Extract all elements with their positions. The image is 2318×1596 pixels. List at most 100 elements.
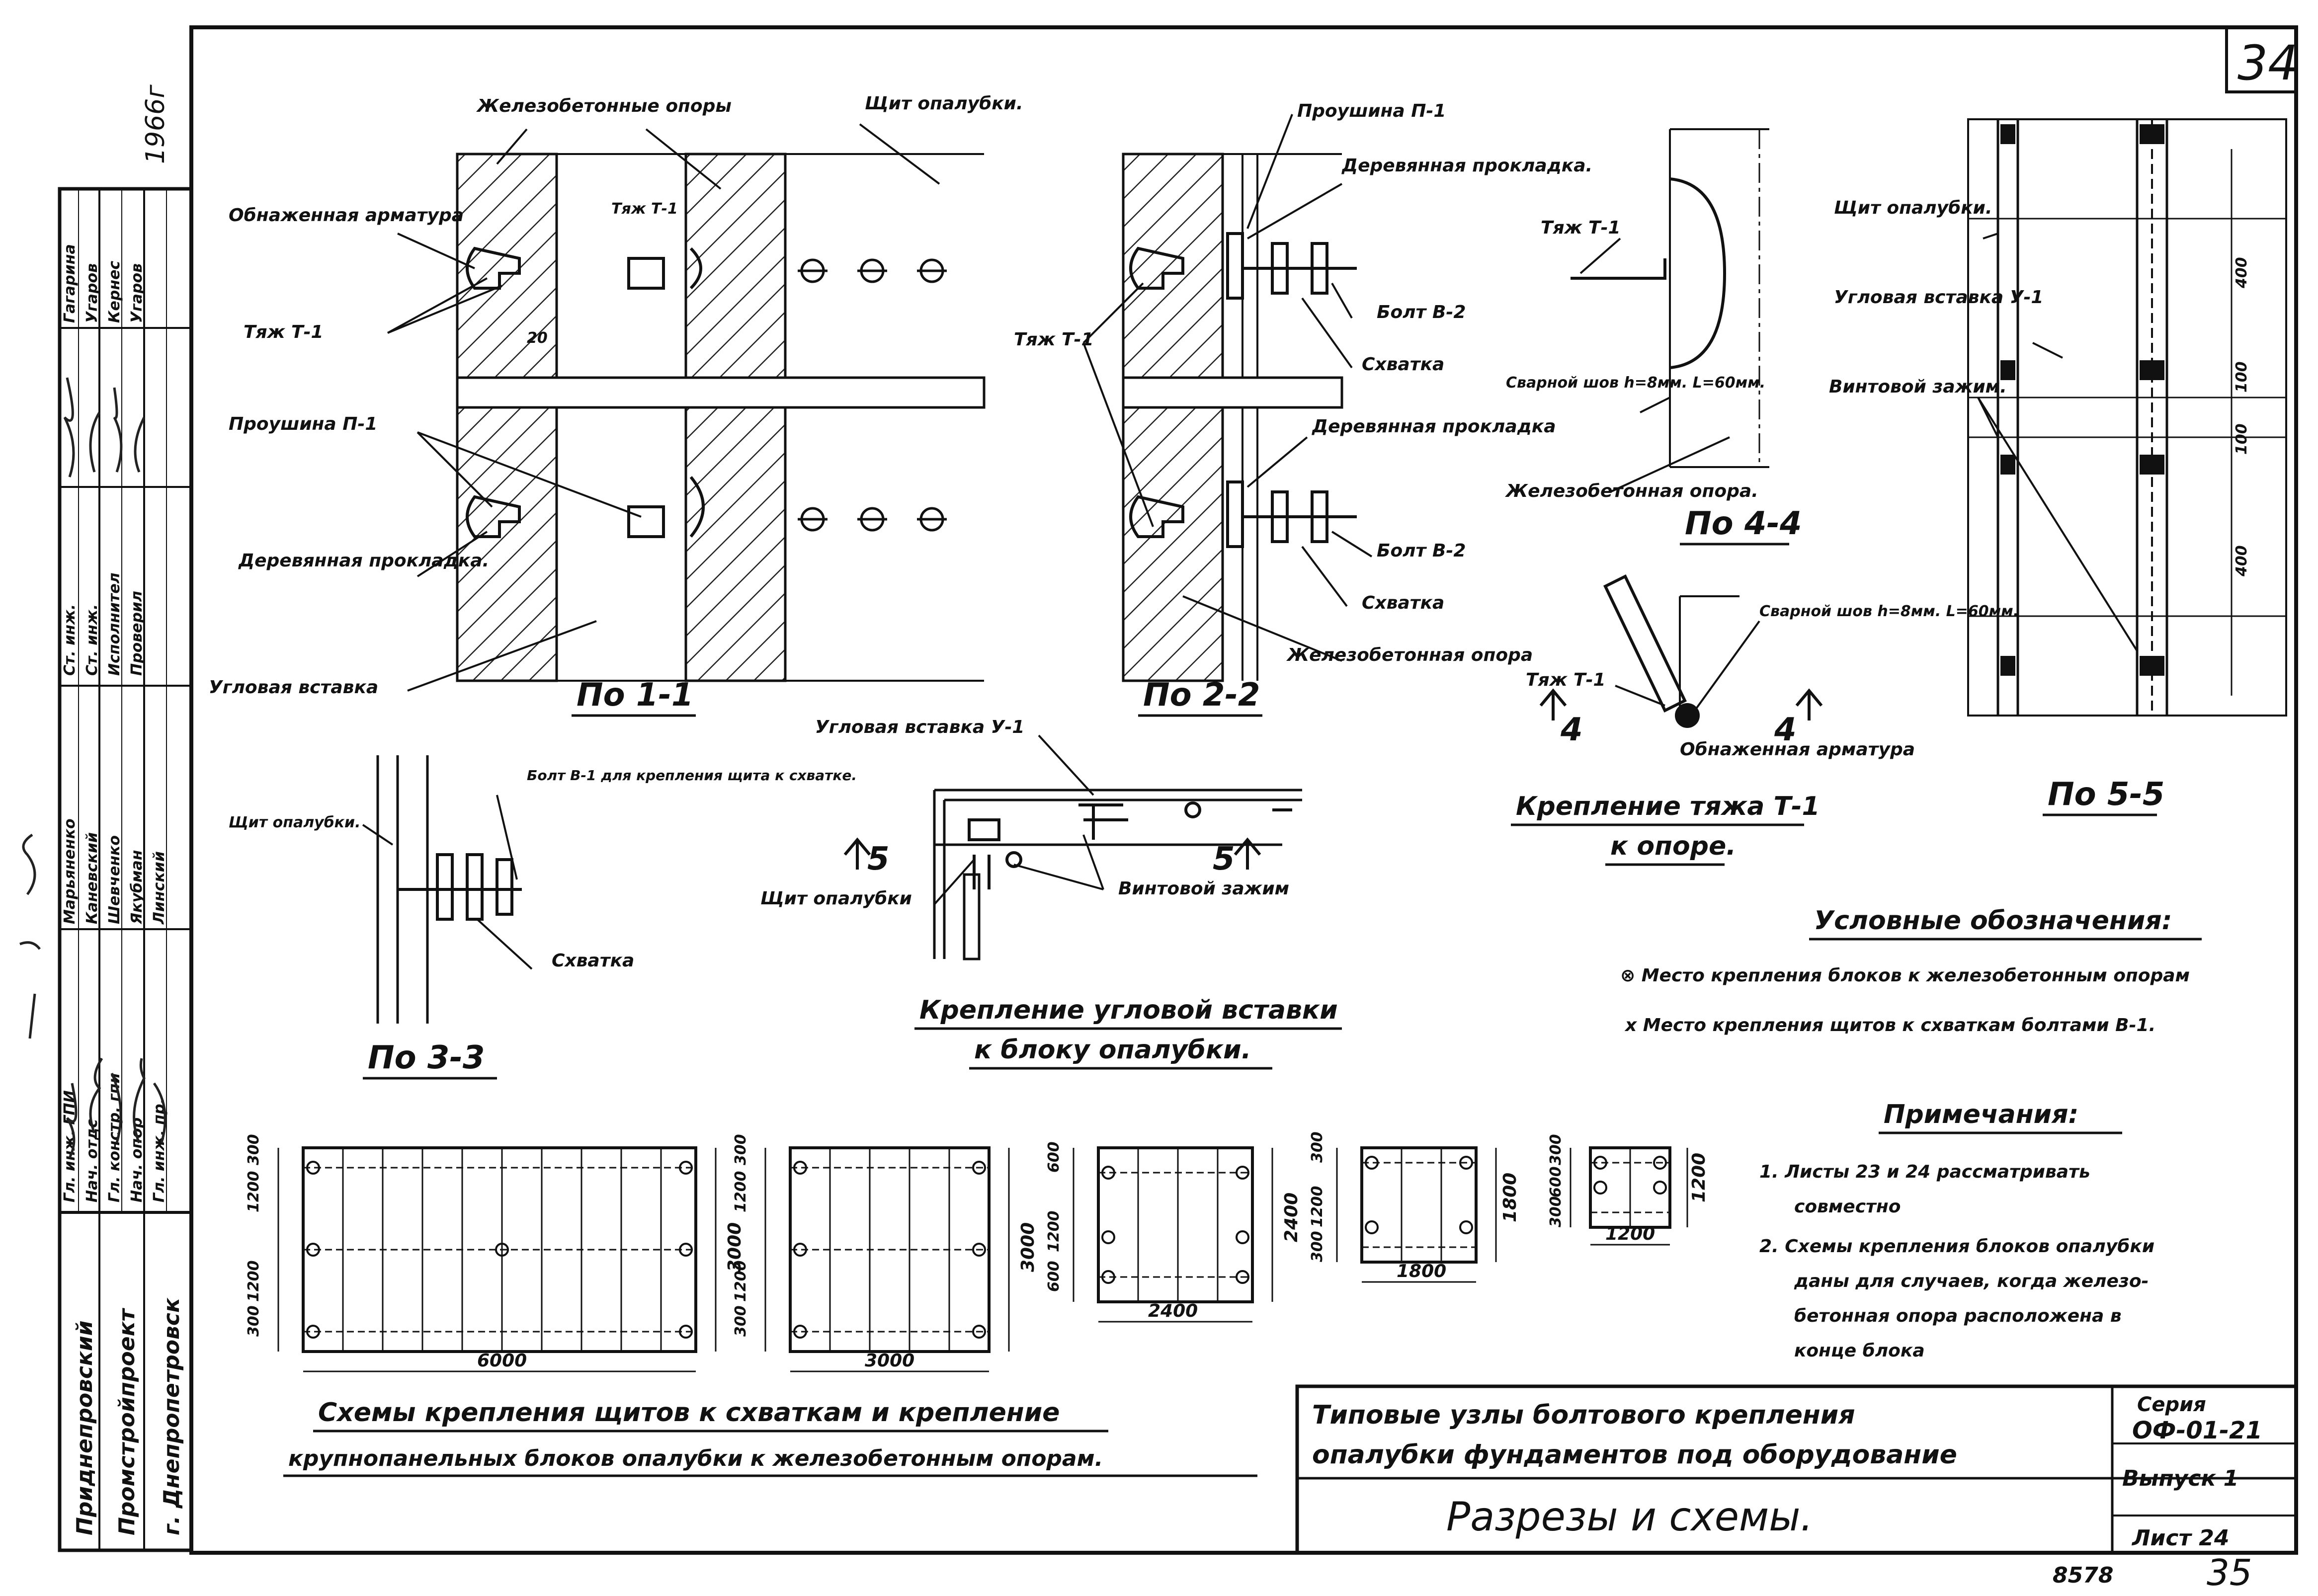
- schemes: [277, 1146, 1688, 1372]
- label-obnazh: Обнаженная арматура: [229, 205, 464, 226]
- caption-po-4-4: По 4-4: [1685, 505, 1802, 542]
- label-der-prokladka-2: Деревянная прокладка.: [1341, 156, 1592, 176]
- label-zhb-opora: Железобетонная опора: [1286, 645, 1533, 665]
- name-1: Марьяненко: [61, 818, 79, 924]
- label-uglovaya-2: Угловая вставка У-1: [1834, 287, 2043, 308]
- label-bolt-v2: Болт В-2: [1377, 302, 1466, 322]
- scheme-4-vdim-2: 1200: [1309, 1186, 1326, 1228]
- role-6: Ст. инж.: [61, 604, 79, 676]
- scheme-5-height: 1200: [1689, 1153, 1709, 1202]
- section-mark-5-left: 5: [867, 841, 890, 878]
- side-approval-block: Приднепровский Промстройпроект г. Днепро…: [19, 84, 193, 1552]
- label-svarnoi-shov-1: Сварной шов h=8мм. L=60мм.: [1506, 374, 1765, 392]
- role-7: Ст. инж.: [83, 604, 101, 676]
- scheme-3-vdim-3: 600: [1045, 1141, 1063, 1173]
- sheet-number: 34: [2237, 35, 2298, 91]
- name-3: Шевченко: [106, 835, 123, 924]
- note-1b: совместно: [1794, 1197, 1901, 1217]
- org-name-2: Промстройпроект: [114, 1308, 140, 1535]
- label-skhvatka-2: Схватка: [1362, 593, 1444, 613]
- scheme-2-width: 3000: [865, 1351, 914, 1371]
- caption-schemes-1: Схемы крепления щитов к схваткам и крепл…: [318, 1398, 1060, 1428]
- archive-number: 8578: [2053, 1563, 2113, 1588]
- dim-5-5-2: 100: [2233, 361, 2250, 393]
- label-der-prokladka-3: Деревянная прокладка: [1312, 416, 1556, 437]
- series-value: ОФ-01-21: [2132, 1417, 2262, 1444]
- label-shchit: Щит опалубки.: [865, 93, 1023, 114]
- sheet-number-box: [2225, 26, 2298, 93]
- section-4-4: Тяж Т-1 Сварной шов h=8мм. L=60мм. Желез…: [1504, 128, 1802, 546]
- role-8: Исполнител: [106, 572, 123, 676]
- scheme-1-vdim-3: 1200: [245, 1171, 262, 1213]
- scheme-5-width: 1200: [1605, 1224, 1655, 1244]
- scheme-4-width: 1800: [1397, 1261, 1446, 1281]
- issue: Выпуск 1: [2122, 1466, 2238, 1491]
- scheme-3-vdim-1: 600: [1045, 1261, 1063, 1292]
- label-tyazh-t1-small: Тяж Т-1: [611, 200, 678, 218]
- section-mark-4-right: 4: [1774, 712, 1797, 748]
- scheme-1-vdim-1: 300: [245, 1305, 262, 1337]
- title-line-1: Типовые узлы болтового крепления: [1312, 1400, 1855, 1430]
- scheme-5-vdim-3: 300: [1547, 1134, 1565, 1165]
- label-vint-zazhim-2: Винтовой зажим.: [1829, 377, 2007, 397]
- scheme-5: [1570, 1146, 1688, 1246]
- role-9: Проверил: [128, 591, 146, 676]
- role-4: Нач. опор: [128, 1117, 146, 1202]
- detail-tyazh-to-support: Сварной шов h=8мм. L=60мм. Тяж Т-1 Обнаж…: [1511, 574, 2019, 866]
- scheme-2-vdim-2: 1200: [732, 1261, 749, 1302]
- caption-po-3-3: По 3-3: [368, 1039, 485, 1076]
- label-tyazh-t1-3: Тяж Т-1: [1541, 218, 1621, 238]
- note-1a: 1. Листы 23 и 24 рассматривать: [1759, 1162, 2090, 1182]
- caption-kreplenie-ugl-2: к блоку опалубки.: [974, 1035, 1251, 1065]
- note-2d: конце блока: [1794, 1341, 1925, 1361]
- scheme-4-vdim-3: 300: [1309, 1131, 1326, 1163]
- name-6: Гагарина: [61, 244, 79, 323]
- scheme-3: [1073, 1146, 1273, 1323]
- scheme-4: [1336, 1146, 1497, 1283]
- section-2-2: Проушина П-1 Деревянная прокладка. Болт …: [1014, 101, 1592, 717]
- caption-po-1-1: По 1-1: [577, 677, 693, 714]
- label-zhb-opory: Железобетонные опоры: [476, 96, 732, 116]
- scheme-2-vdim-4: 300: [732, 1134, 749, 1165]
- label-tyazh-t1: Тяж Т-1: [244, 322, 324, 342]
- caption-kreplenie-tyazha-2: к опоре.: [1610, 831, 1736, 861]
- legend-item-2: x Место крепления щитов к схваткам болта…: [1624, 1015, 2155, 1036]
- label-shchit-2: Щит опалубки.: [1834, 198, 1992, 218]
- label-bolt-v1: Болт В-1 для крепления щита к схватке.: [527, 767, 857, 784]
- caption-po-2-2: По 2-2: [1143, 677, 1260, 714]
- label-skhvatka: Схватка: [1362, 354, 1444, 375]
- dim-5-5-1: 400: [2233, 257, 2250, 289]
- note-2a: 2. Схемы крепления блоков опалубки: [1759, 1236, 2154, 1257]
- scheme-2-vdim-1: 300: [732, 1305, 749, 1337]
- label-shchit-3: Щит опалубки.: [229, 814, 360, 831]
- caption-kreplenie-tyazha-1: Крепление тяжа Т-1: [1516, 792, 1820, 821]
- name-2: Каневский: [83, 832, 101, 924]
- label-tyazh-t1-4: Тяж Т-1: [1526, 670, 1606, 690]
- section-3-3: Болт В-1 для крепления щита к схватке. Щ…: [229, 755, 857, 1080]
- scheme-3-height: 2400: [1281, 1193, 1302, 1242]
- year-stamp: 1966г: [141, 84, 170, 164]
- org-name-1: Приднепровский: [72, 1320, 97, 1535]
- label-der-prokladka: Деревянная прокладка.: [238, 551, 489, 571]
- org-name-3: г. Днепропетровск: [159, 1297, 184, 1535]
- scheme-2-vdim-3: 1200: [732, 1171, 749, 1213]
- label-uglovaya-3: Угловая вставка У-1: [815, 717, 1024, 737]
- label-tyazh-t1-2: Тяж Т-1: [1014, 329, 1094, 350]
- list-number: Лист 24: [2131, 1525, 2230, 1551]
- scheme-5-vdim-2: 600: [1547, 1166, 1565, 1197]
- scheme-2-height: 3000: [1018, 1222, 1038, 1272]
- name-8: Кернес: [106, 261, 123, 323]
- label-obnazh-2: Обнаженная арматура: [1680, 739, 1915, 760]
- name-4: Якубман: [128, 850, 146, 925]
- role-2: Нач. отдс: [83, 1119, 101, 1202]
- label-bolt-v2-2: Болт В-2: [1377, 541, 1466, 561]
- signature-scribble-2: [63, 377, 146, 478]
- section-5-5: Щит опалубки. Угловая вставка У-1 Винтов…: [1829, 118, 2287, 816]
- section-mark-5-right: 5: [1213, 841, 1235, 878]
- note-2b: даны для случаев, когда железо-: [1794, 1271, 2149, 1291]
- caption-kreplenie-ugl-1: Крепление угловой вставки: [919, 995, 1338, 1025]
- series-label: Серия: [2137, 1393, 2206, 1416]
- scheme-2: [764, 1146, 1010, 1372]
- title-line-2: опалубки фундаментов под оборудование: [1312, 1440, 1957, 1470]
